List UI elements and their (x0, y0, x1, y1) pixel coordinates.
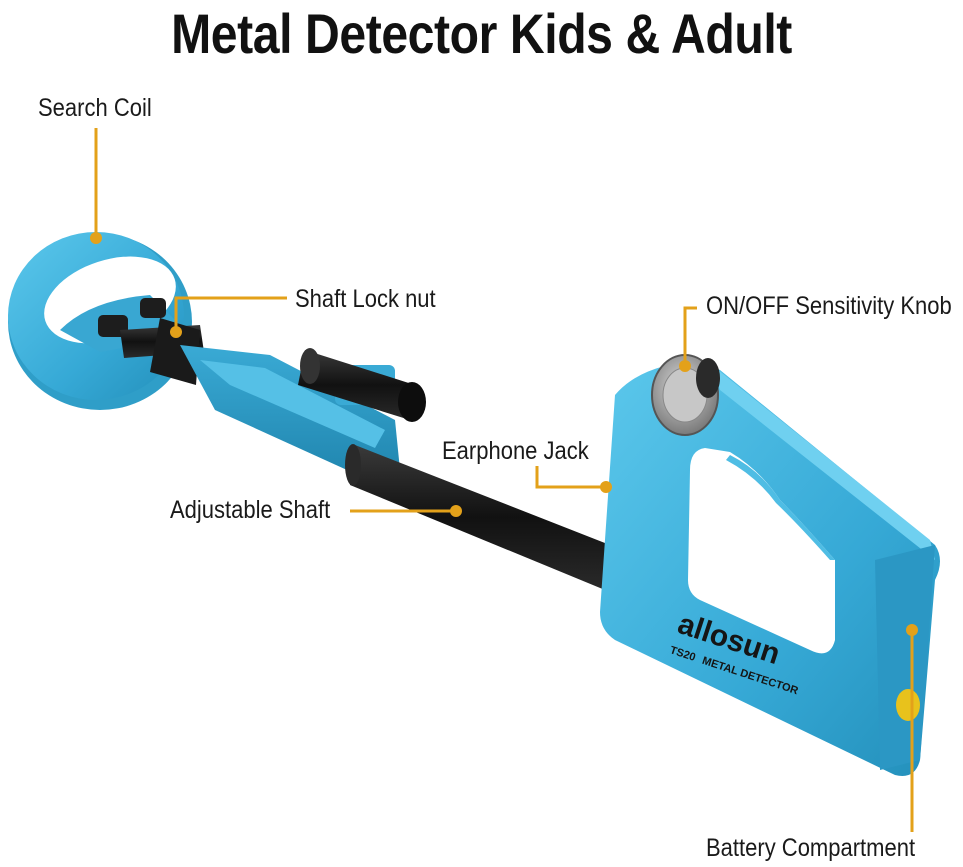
sensitivity-knob (651, 354, 720, 436)
callout-dot-adjustable-shaft (450, 505, 462, 517)
label-earphone-jack: Earphone Jack (442, 437, 589, 465)
earphone-cylinder (298, 348, 426, 422)
callout-dot-shaft-lock-nut (170, 326, 182, 338)
label-adjustable-shaft: Adjustable Shaft (170, 496, 331, 524)
handle-body (600, 360, 940, 776)
callout-line-earphone-jack (535, 466, 606, 489)
callout-dot-search-coil (90, 232, 102, 244)
label-shaft-lock-nut: Shaft Lock nut (295, 285, 436, 313)
callout-dot-earphone-jack (600, 481, 612, 493)
callout-lines (94, 128, 914, 832)
callout-dots (90, 232, 918, 636)
page-title: Metal Detector Kids & Adult (171, 2, 792, 65)
adjustable-shaft (345, 444, 610, 590)
label-battery-compartment: Battery Compartment (706, 834, 916, 862)
battery-indicator (896, 689, 920, 721)
search-coil (8, 232, 192, 410)
callout-dot-battery (906, 624, 918, 636)
lower-shaft (120, 318, 204, 385)
callout-line-shaft-lock-nut (174, 296, 287, 330)
callout-dot-knob (679, 360, 691, 372)
label-search-coil: Search Coil (38, 94, 152, 122)
label-on-off-knob: ON/OFF Sensitivity Knob (706, 292, 952, 320)
callout-line-knob (683, 306, 697, 360)
